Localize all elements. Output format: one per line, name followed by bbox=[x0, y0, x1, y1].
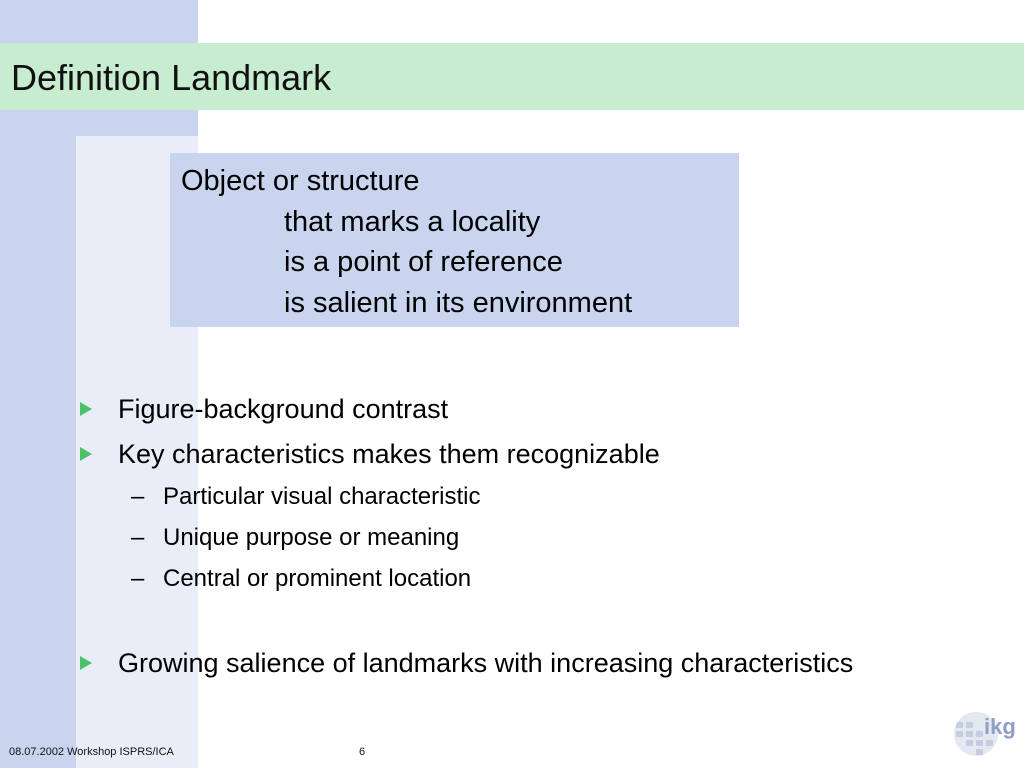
sub-bullet-marker: – bbox=[131, 524, 145, 551]
globe-grid-icon: ikg bbox=[954, 712, 1016, 756]
bullet-text: Figure-background contrast bbox=[118, 394, 449, 424]
definition-line: Object or structure bbox=[181, 165, 420, 197]
page-number: 6 bbox=[359, 746, 366, 758]
sub-bullet-item: –Central or prominent location bbox=[131, 559, 471, 599]
bullet-arrow-icon bbox=[80, 656, 92, 671]
sub-bullet-item: –Unique purpose or meaning bbox=[131, 518, 459, 558]
definition-line: is salient in its environment bbox=[284, 286, 633, 319]
sub-bullet-marker: – bbox=[131, 565, 145, 592]
bullet-item: Key characteristics makes them recogniza… bbox=[80, 434, 660, 474]
logo-text: ikg bbox=[984, 714, 1016, 739]
sub-bullet-text: Unique purpose or meaning bbox=[163, 524, 460, 551]
ikg-logo: ikg bbox=[952, 704, 1022, 760]
sub-bullet-text: Particular visual characteristic bbox=[163, 483, 481, 510]
sub-bullet-marker: – bbox=[131, 483, 145, 510]
bullet-arrow-icon bbox=[80, 447, 92, 462]
bullet-item: Growing salience of landmarks with incre… bbox=[80, 643, 853, 683]
definition-box: Object or structure that marks a localit… bbox=[170, 153, 739, 327]
slide-title: Definition Landmark bbox=[11, 57, 332, 98]
bullet-arrow-icon bbox=[80, 402, 92, 417]
bullet-text: Growing salience of landmarks with incre… bbox=[118, 648, 854, 678]
definition-line: that marks a locality bbox=[284, 205, 541, 238]
sub-bullet-text: Central or prominent location bbox=[163, 565, 472, 592]
footer-caption: 08.07.2002 Workshop ISPRS/ICA bbox=[9, 746, 174, 758]
title-bar bbox=[0, 43, 1024, 110]
sub-bullet-item: –Particular visual characteristic bbox=[131, 477, 480, 517]
bullet-item: Figure-background contrast bbox=[80, 389, 448, 429]
definition-line: is a point of reference bbox=[284, 246, 563, 278]
bullet-text: Key characteristics makes them recogniza… bbox=[118, 439, 660, 469]
